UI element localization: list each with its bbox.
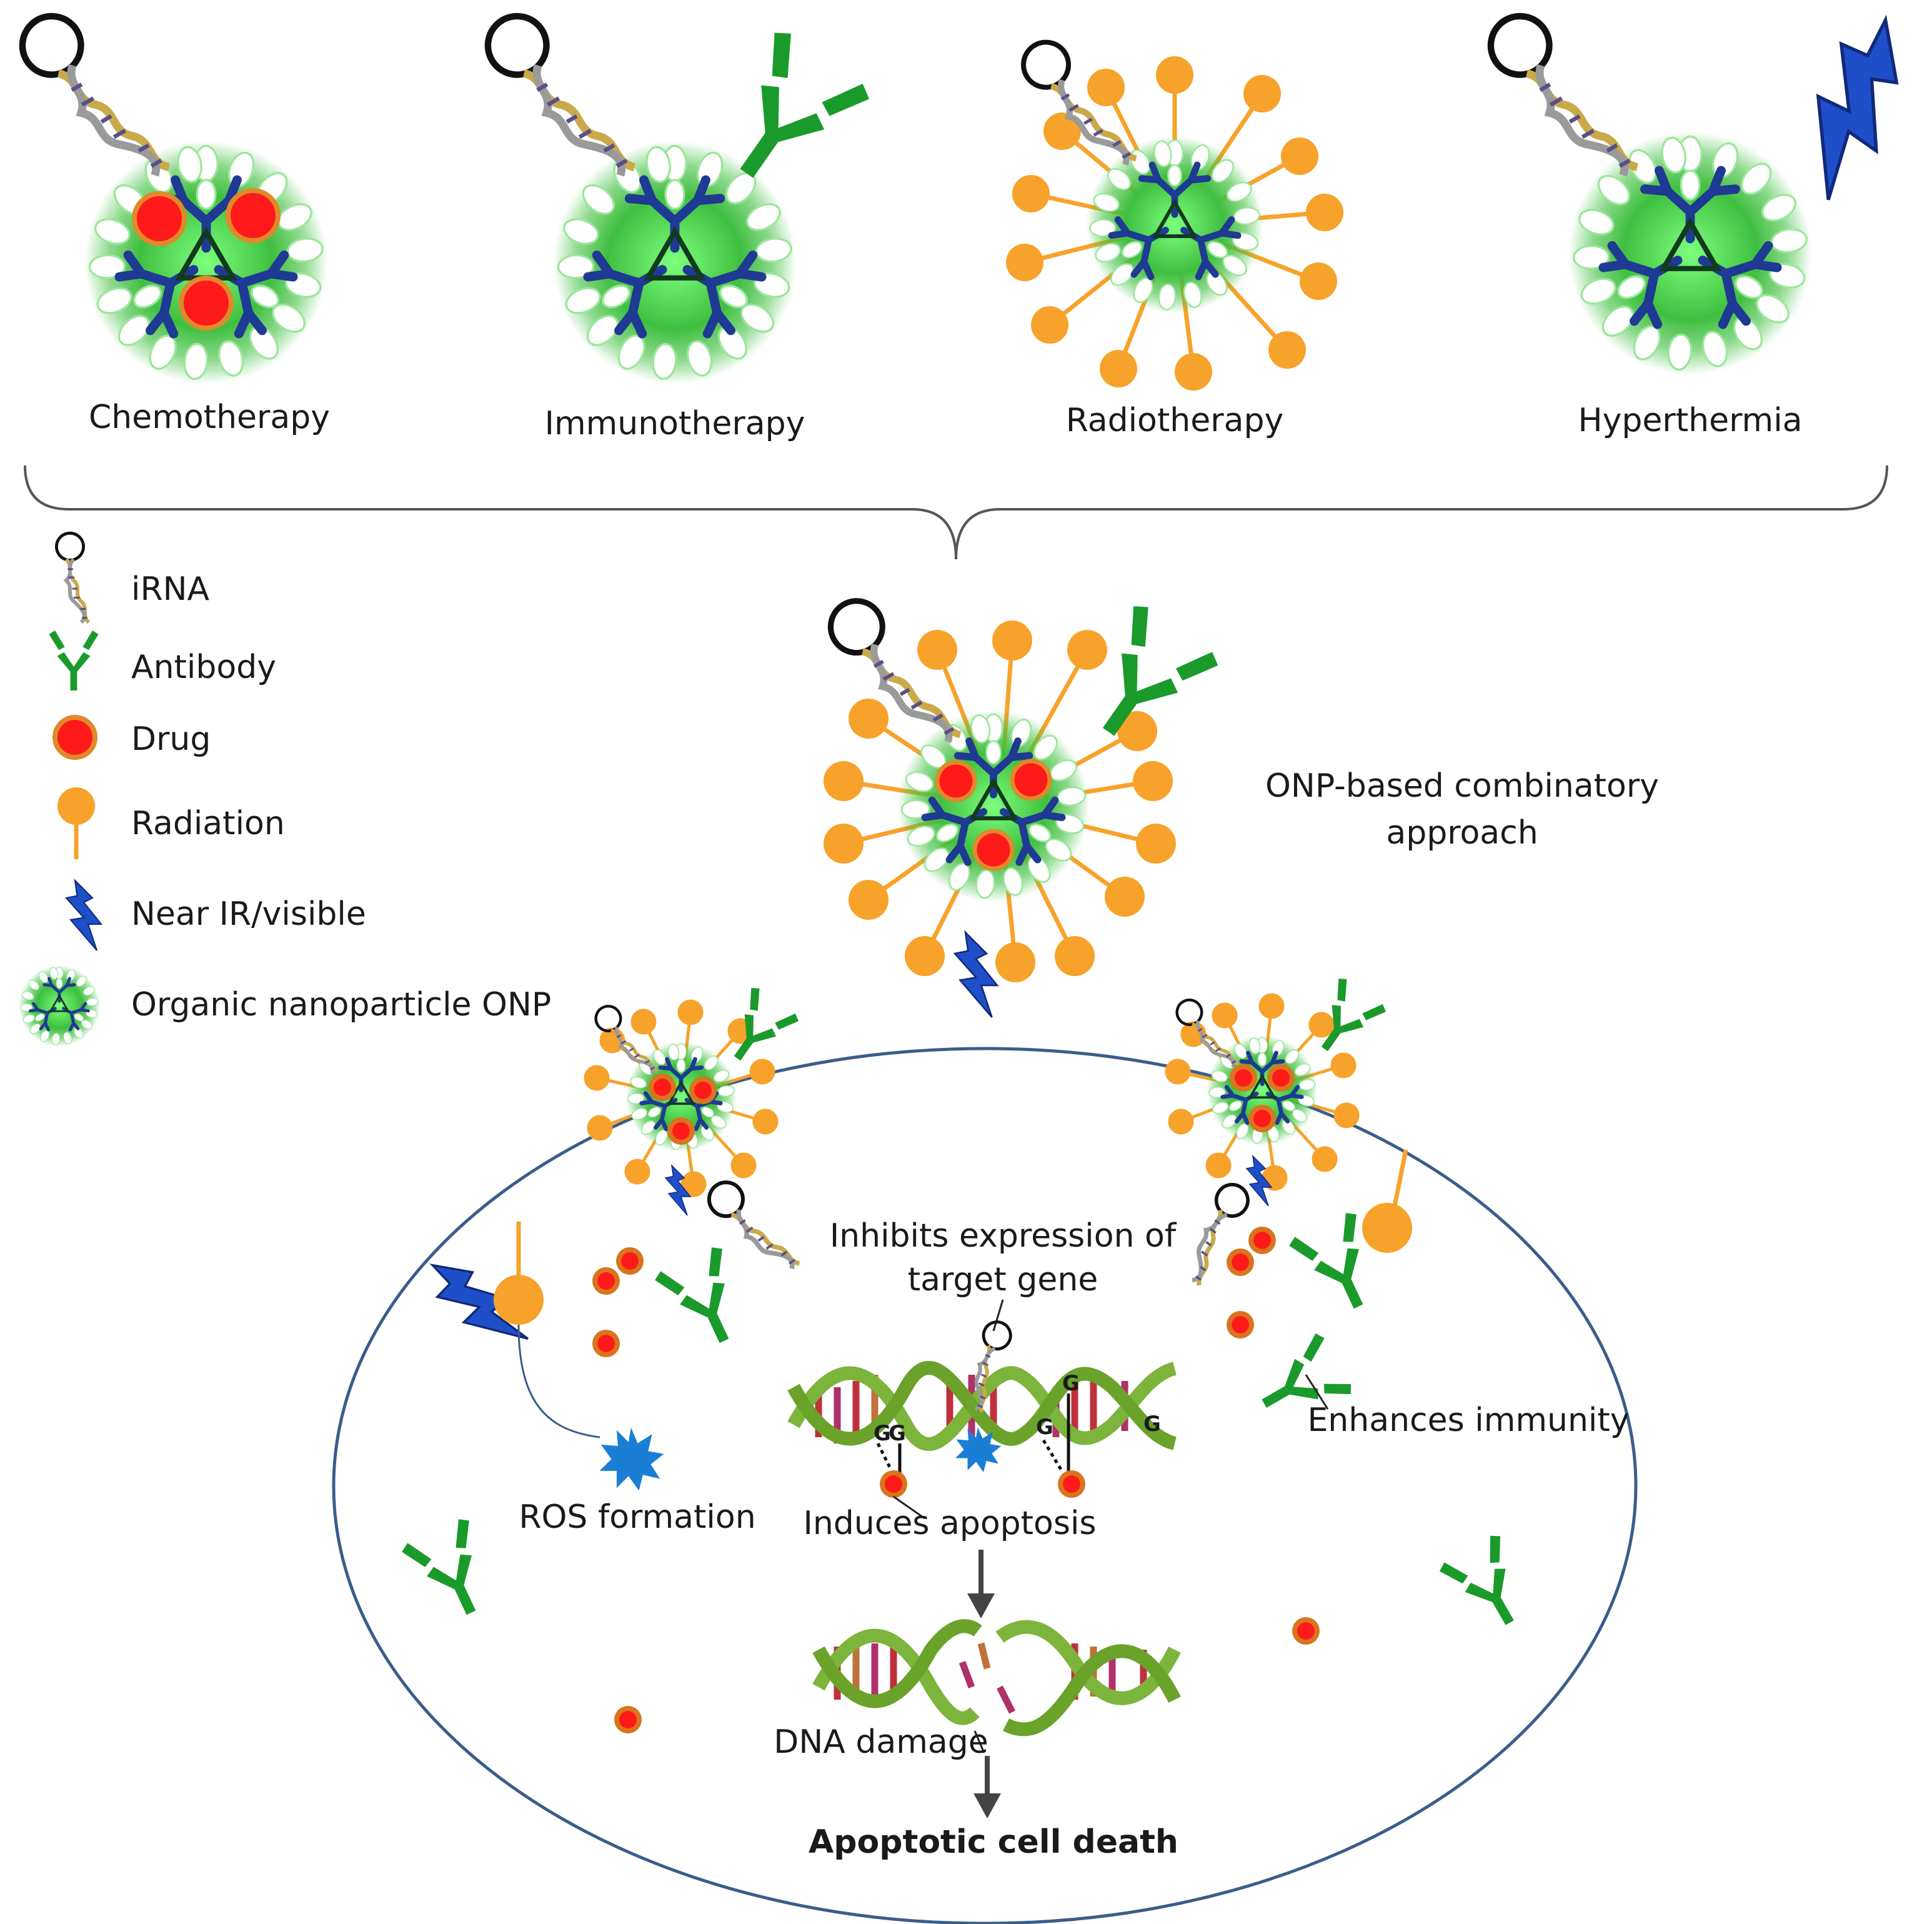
combination-nanoparticle <box>821 587 1223 1019</box>
drug-icon <box>972 829 1015 871</box>
drug-icon <box>1058 1470 1085 1498</box>
ros-connector <box>517 1324 600 1438</box>
base-label: G <box>1036 1415 1053 1440</box>
therapy-label-hyperthermia: Hyperthermia <box>1578 402 1802 439</box>
therapy-label-chemotherapy: Chemotherapy <box>89 399 330 436</box>
apoptotic-cell-death-label: Apoptotic cell death <box>809 1823 1178 1861</box>
membrane-nanoparticle-right <box>1165 975 1389 1207</box>
combo-caption-line2: approach <box>1386 814 1538 852</box>
hyperthermia-panel: Hyperthermia <box>1480 0 1932 439</box>
nanoparticle-icon <box>1086 136 1263 313</box>
chemotherapy-panel: Chemotherapy <box>12 0 330 436</box>
drug-icon <box>1248 1227 1276 1254</box>
ros-formation-label: ROS formation <box>519 1498 755 1536</box>
induces-apoptosis-label: Induces apoptosis <box>804 1505 1097 1542</box>
nanoparticle-icon <box>553 141 796 384</box>
drug-icon <box>880 1470 907 1498</box>
lightning-icon <box>1764 7 1932 206</box>
drug-icon <box>52 715 97 760</box>
legend-item-irna: iRNA <box>56 533 209 622</box>
flow-arrow <box>967 1550 995 1618</box>
base-label: G <box>874 1421 891 1446</box>
drug-icon <box>1292 1617 1320 1645</box>
nanoparticle-icon <box>84 141 327 384</box>
drug-icon <box>592 1330 620 1357</box>
radiation-icon <box>57 787 95 825</box>
legend-label: Organic nanoparticle ONP <box>131 986 551 1024</box>
drug-icon <box>179 276 234 331</box>
drug-icon <box>1227 1311 1254 1338</box>
flow-arrow <box>973 1756 1001 1818</box>
drug-icon <box>1010 759 1052 801</box>
drug-icon <box>935 760 977 802</box>
radiotherapy-panel: Radiotherapy <box>1006 29 1343 439</box>
therapy-label-immunotherapy: Immunotherapy <box>545 405 805 442</box>
drug-icon <box>226 188 281 243</box>
lightning-icon <box>954 931 998 1019</box>
lightning-icon <box>65 879 102 952</box>
base-label: G <box>889 1421 906 1446</box>
nanoparticle-icon <box>19 965 100 1047</box>
legend-item-drug: Drug <box>52 715 211 760</box>
therapy-label-radiotherapy: Radiotherapy <box>1066 402 1284 439</box>
base-label: G <box>1062 1371 1080 1396</box>
legend-label: Antibody <box>131 649 276 686</box>
dna-damage-label: DNA damage <box>774 1723 988 1761</box>
antibody-icon <box>49 631 99 690</box>
legend: iRNA Antibody Drug Radiation Near IR/vis… <box>19 533 551 1047</box>
drug-icon <box>132 191 187 246</box>
legend-item-radiation: Radiation <box>57 787 285 859</box>
dna-helix-damaged <box>812 1619 1181 1737</box>
drug-icon <box>592 1267 620 1295</box>
radiation-icon <box>1362 1149 1412 1253</box>
legend-label: iRNA <box>131 571 209 608</box>
legend-label: Near IR/visible <box>131 895 366 933</box>
inhibits-expression-label-line2: target gene <box>908 1261 1098 1298</box>
legend-item-near-ir: Near IR/visible <box>65 879 366 952</box>
irna-icon <box>56 533 89 622</box>
radiation-icon <box>494 1222 544 1325</box>
ros-icon <box>599 1427 664 1491</box>
legend-label: Radiation <box>131 805 285 842</box>
immunotherapy-panel: Immunotherapy <box>477 0 875 442</box>
legend-label: Drug <box>131 720 211 758</box>
antibody-icon <box>652 1244 758 1357</box>
antibody-icon <box>399 1515 505 1628</box>
legend-item-antibody: Antibody <box>49 631 276 690</box>
inhibits-expression-label-line1: Inhibits expression of <box>830 1217 1177 1255</box>
legend-item-onp: Organic nanoparticle ONP <box>19 965 551 1047</box>
nanoparticle-icon <box>1568 131 1811 374</box>
base-label: G <box>1143 1412 1161 1437</box>
enhances-immunity-label: Enhances immunity <box>1307 1402 1629 1439</box>
drug-icon <box>614 1706 642 1733</box>
membrane-nanoparticle-left <box>584 984 802 1216</box>
dna-helix-intact: G G G G G <box>787 1317 1177 1498</box>
drug-icon <box>1227 1249 1254 1276</box>
nanoparticle-icon <box>898 710 1090 902</box>
cell-membrane <box>332 1047 1638 1924</box>
combo-caption-line1: ONP-based combinatory <box>1265 767 1659 805</box>
grouping-brace <box>24 465 1888 560</box>
antibody-icon <box>1437 1531 1540 1640</box>
drug-icon <box>616 1247 644 1275</box>
